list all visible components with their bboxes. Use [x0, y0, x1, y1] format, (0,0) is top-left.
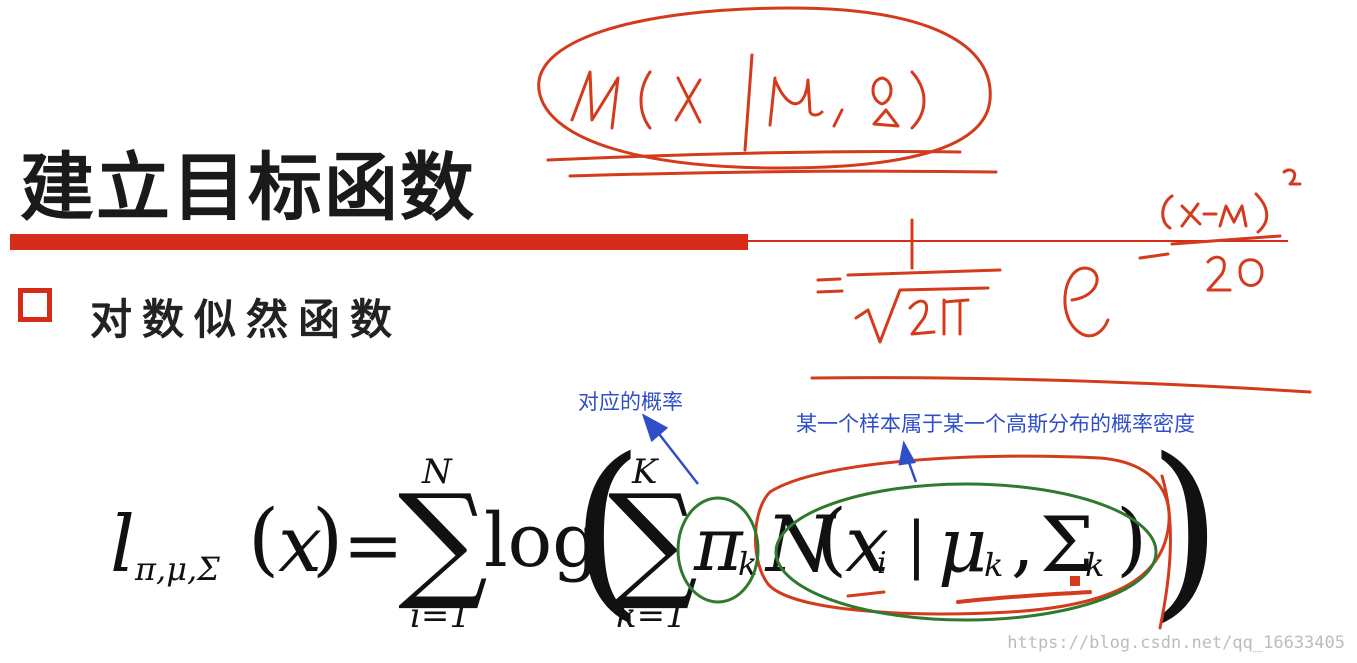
formula-paren: (	[248, 492, 280, 585]
title-underline	[10, 234, 748, 250]
formula-inner-sum-lower: k=1	[616, 596, 687, 636]
handwritten-mu	[768, 76, 824, 127]
handwritten-sqrt	[854, 286, 990, 344]
handwritten-underline	[810, 376, 1312, 394]
title-underline-thin	[748, 240, 1288, 242]
density-annotation: 某一个样本属于某一个高斯分布的概率密度	[796, 412, 1195, 436]
handwritten-exponent-num	[1161, 168, 1302, 234]
formula-outer-sum-upper: N	[422, 452, 452, 492]
handwritten-underline	[846, 590, 886, 598]
formula-cov-subscript: k	[1085, 546, 1105, 584]
handwritten-paren	[639, 70, 652, 130]
formula-x: x	[845, 500, 889, 590]
handwritten-comma	[832, 108, 844, 128]
handwritten-x	[674, 76, 702, 124]
handwritten-bar	[743, 53, 754, 152]
handwritten-underline	[568, 169, 998, 178]
handwritten-underline	[546, 149, 962, 162]
formula-big-paren: )	[1148, 418, 1223, 639]
handwritten-exponent-den	[1206, 255, 1264, 292]
handwritten-fraction-bar	[846, 268, 1002, 277]
formula-paren: )	[1116, 492, 1148, 585]
probability-annotation: 对应的概率	[578, 390, 683, 414]
formula-bar: |	[906, 508, 927, 581]
handwritten-e	[1063, 266, 1110, 338]
formula-big-paren: (	[570, 418, 645, 639]
handwritten-loop	[1158, 474, 1172, 630]
watermark: https://blog.csdn.net/qq_16633405	[1007, 633, 1345, 653]
bullet-text: 对数似然函数	[90, 295, 403, 344]
formula-inner-sum: ∑	[608, 467, 698, 614]
handwritten-paren	[910, 70, 926, 130]
red-marker	[1070, 576, 1080, 586]
formula-lhs-symbol: l	[110, 500, 135, 590]
handwritten-minus	[1138, 252, 1170, 260]
handwritten-ellipse	[537, 6, 992, 170]
formula-mean-subscript: k	[984, 546, 1004, 584]
formula-lhs-subscript: π,μ,Σ	[135, 550, 220, 588]
arrow-head-icon	[898, 440, 916, 466]
handwritten-sigma	[871, 76, 900, 128]
handwritten-2pi	[908, 298, 970, 336]
formula-log: log	[484, 498, 600, 584]
formula-outer-sum-lower: i=1	[410, 596, 471, 636]
arrow-head-icon	[641, 413, 669, 443]
formula-x-subscript: i	[877, 546, 887, 581]
formula-comma: ,	[1011, 500, 1035, 586]
formula-equals: =	[343, 503, 404, 587]
formula-mean: μ	[938, 500, 988, 589]
formula-cov: Σ	[1040, 500, 1094, 589]
bullet-square-icon	[18, 288, 52, 322]
formula-lhs-arg: x	[278, 500, 322, 590]
handwritten-loop	[753, 454, 1171, 616]
green-circle-density	[774, 482, 1158, 622]
annotation-arrow	[655, 429, 699, 485]
formula-paren: )	[312, 492, 344, 585]
handwritten-underline	[956, 590, 1092, 604]
handwritten-equals	[816, 277, 844, 294]
formula-inner-sum-upper: K	[632, 452, 658, 492]
handwritten-exponent-bar	[1170, 234, 1282, 246]
handwritten-N	[570, 70, 620, 130]
green-circle-weight	[676, 496, 760, 604]
formula-outer-sum: ∑	[398, 467, 488, 614]
slide-title: 建立目标函数	[20, 145, 476, 231]
formula-weight: π	[694, 502, 743, 588]
